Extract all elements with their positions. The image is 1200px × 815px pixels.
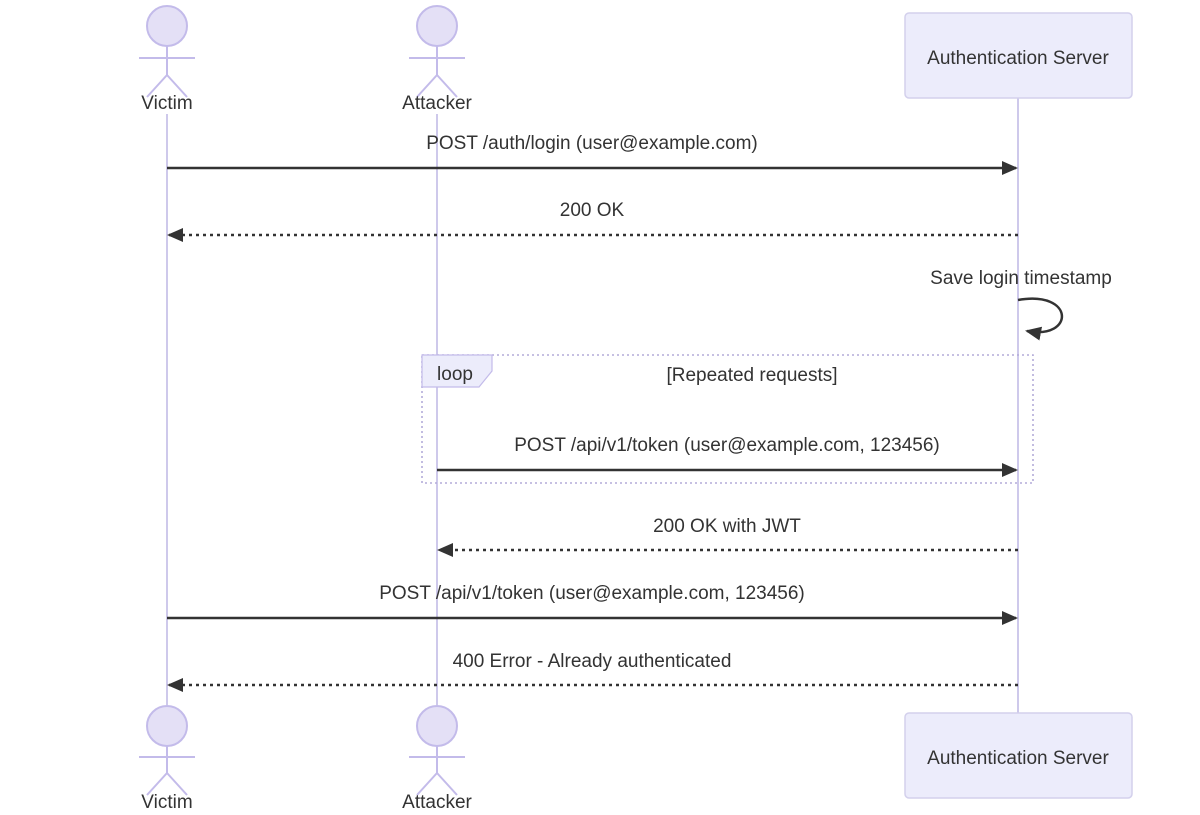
actor-label-attacker: Attacker	[402, 93, 472, 114]
message-label: 200 OK	[560, 200, 625, 221]
actor-attacker-bottom: Attacker	[402, 705, 473, 813]
loop-label-tab	[421, 354, 493, 388]
message-save-login-timestamp: Save login timestamp	[930, 268, 1112, 341]
message-400-error: 400 Error - Already authenticated	[167, 651, 1018, 692]
person-icon	[139, 705, 195, 796]
loop-fragment: loop [Repeated requests] POST /api/v1/to…	[421, 354, 1034, 484]
message-label: POST /api/v1/token (user@example.com, 12…	[514, 435, 940, 456]
message-post-auth-login: POST /auth/login (user@example.com)	[167, 133, 1018, 175]
message-label: 200 OK with JWT	[653, 516, 801, 537]
person-icon	[139, 5, 195, 98]
message-200-ok: 200 OK	[167, 200, 1018, 242]
message-200-ok-jwt: 200 OK with JWT	[437, 516, 1018, 557]
participant-auth-server-bottom: Authentication Server	[904, 712, 1133, 799]
actor-label-victim: Victim	[141, 93, 192, 114]
message-label: 400 Error - Already authenticated	[453, 651, 732, 672]
participant-auth-server-top: Authentication Server	[904, 12, 1133, 99]
person-icon	[409, 705, 465, 796]
actor-attacker-top: Attacker	[402, 5, 473, 114]
loop-border	[421, 354, 1034, 484]
actor-label-victim: Victim	[141, 792, 192, 813]
actor-label-attacker: Attacker	[402, 792, 472, 813]
message-post-api-token-victim: POST /api/v1/token (user@example.com, 12…	[167, 583, 1018, 625]
message-label: POST /api/v1/token (user@example.com, 12…	[379, 583, 805, 604]
loop-label: loop	[437, 364, 473, 385]
message-label: Save login timestamp	[930, 268, 1112, 289]
message-label: POST /auth/login (user@example.com)	[426, 133, 758, 154]
person-icon	[409, 5, 465, 98]
message-post-api-token-attacker: POST /api/v1/token (user@example.com, 12…	[437, 435, 1018, 477]
actor-victim-top: Victim	[139, 5, 195, 114]
loop-condition: [Repeated requests]	[666, 365, 837, 386]
participant-label-auth-server: Authentication Server	[927, 48, 1109, 69]
self-loop-arrow	[1017, 297, 1064, 341]
participant-label-auth-server: Authentication Server	[927, 748, 1109, 769]
actor-victim-bottom: Victim	[139, 705, 195, 813]
